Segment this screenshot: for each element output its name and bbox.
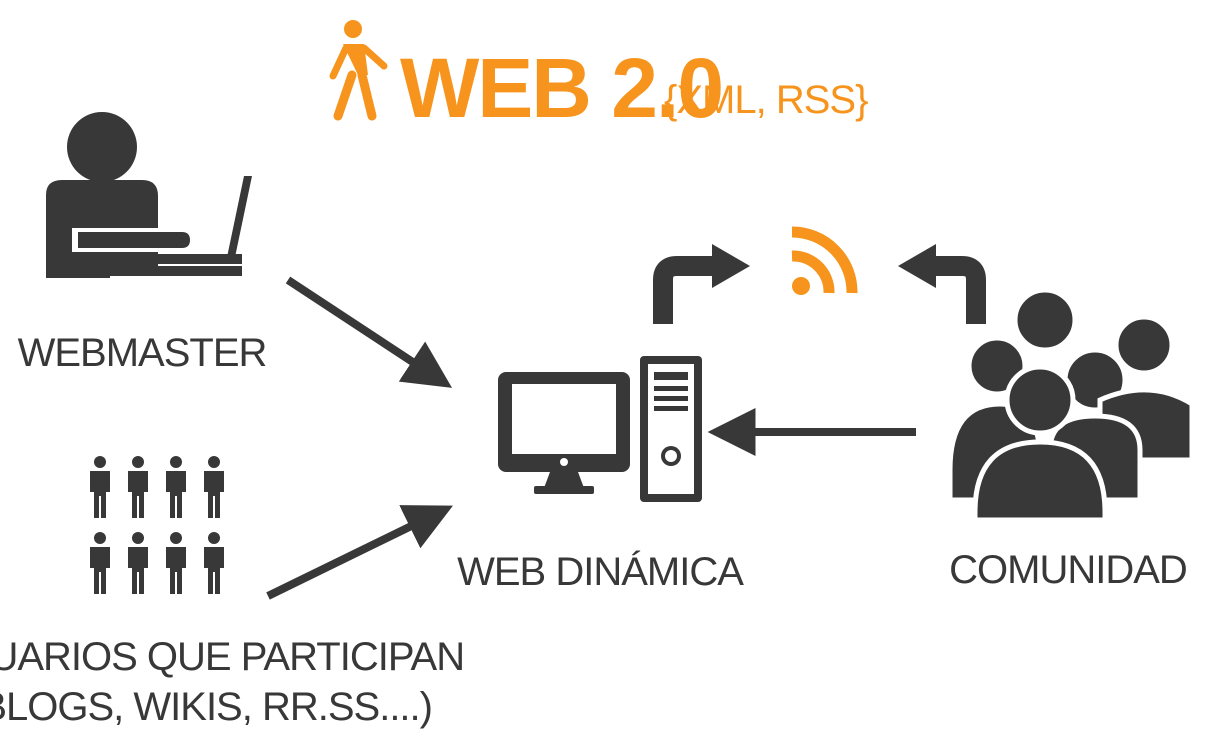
web-dinamica-label: WEB DINÁMICA — [457, 549, 744, 594]
usuarios-label-line2: (BLOGS, WIKIS, RR.SS....) — [0, 685, 432, 729]
arrow-web-to-rss — [653, 256, 716, 324]
arrow-usuarios-to-web — [266, 505, 453, 600]
arrow-comunidad-to-rss — [932, 256, 986, 324]
user-figure-icon — [128, 456, 148, 518]
user-figure-icon — [90, 532, 110, 594]
title-sub: {XML, RSS} — [664, 78, 868, 122]
usuarios-label-line1: USUARIOS QUE PARTICIPAN — [0, 635, 464, 679]
user-figure-icon — [128, 532, 148, 594]
user-figure-icon — [166, 532, 186, 594]
title-main: WEB 2.0 — [400, 41, 722, 135]
arrow-comunidad-to-rss-head — [898, 244, 936, 288]
comunidad-label: COMUNIDAD — [949, 548, 1187, 592]
desktop-computer-icon — [498, 356, 702, 502]
user-figure-icon — [204, 532, 224, 594]
user-figure-icon — [204, 456, 224, 518]
webmaster-label: WEBMASTER — [18, 331, 267, 375]
community-group-icon — [947, 287, 1195, 523]
user-figure-icon — [90, 456, 110, 518]
walking-person-icon — [329, 20, 388, 121]
person-with-laptop-icon — [46, 112, 252, 278]
arrow-webmaster-to-web — [285, 276, 453, 388]
rss-feed-icon — [791, 226, 858, 295]
arrow-web-to-rss-head — [712, 244, 750, 288]
title-group: WEB 2.0 {XML, RSS} — [329, 20, 869, 135]
users-grid-icon — [90, 456, 224, 594]
user-figure-icon — [166, 456, 186, 518]
